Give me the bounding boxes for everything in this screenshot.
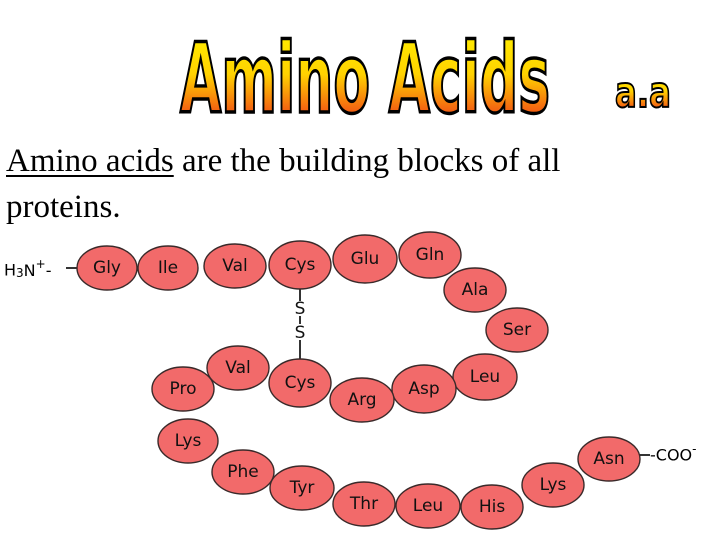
residue-circle-16	[211, 449, 275, 495]
residue-circle-3	[203, 243, 267, 289]
disulfide-sulfur-2: S	[295, 323, 306, 343]
residue-circle-17	[269, 465, 335, 511]
intro-term: Amino acids	[6, 143, 174, 179]
residue-label-19: Leu	[413, 496, 443, 516]
residue-label-17: Tyr	[289, 478, 315, 498]
intro-line2: proteins.	[6, 189, 121, 225]
residue-label-4: Cys	[285, 255, 316, 275]
residue-label-2: Ile	[158, 258, 178, 278]
residue-label-14: Pro	[170, 379, 197, 399]
residue-circle-21	[521, 462, 585, 508]
residue-circle-13	[206, 345, 270, 391]
intro-text: Amino acids are the building blocks of a…	[6, 138, 706, 230]
residue-label-13: Val	[225, 358, 250, 378]
intro-rest-line1: are the building blocks of all	[173, 143, 561, 179]
residue-circle-12	[268, 358, 332, 408]
residue-label-12: Cys	[285, 373, 316, 393]
residue-label-15: Lys	[175, 431, 202, 451]
residue-label-16: Phe	[227, 462, 259, 482]
residue-label-21: Lys	[540, 475, 567, 495]
residue-label-22: Asn	[593, 449, 624, 469]
residue-circle-1	[76, 245, 138, 291]
residue-circle-2	[137, 245, 199, 291]
residue-circle-6	[398, 231, 462, 279]
residue-circle-15	[157, 418, 219, 464]
residue-label-20: His	[479, 497, 506, 517]
residue-label-10: Asp	[408, 379, 439, 399]
residue-circle-22	[577, 436, 641, 482]
residue-circle-9	[452, 353, 518, 401]
residue-label-11: Arg	[347, 390, 376, 410]
residue-circle-5	[332, 234, 398, 284]
n-terminus-label: H3N+-	[4, 257, 51, 280]
residue-label-6: Gln	[416, 245, 445, 265]
residue-circle-11	[329, 377, 395, 423]
residue-label-7: Ala	[462, 280, 489, 300]
residue-circle-18	[332, 481, 396, 527]
residue-label-1: Gly	[93, 258, 121, 278]
chain-bonds	[66, 267, 650, 456]
residue-circle-7	[443, 267, 507, 313]
residue-circle-19	[395, 483, 461, 529]
residue-circle-20	[460, 484, 524, 530]
disulfide-sulfur-1: S	[295, 299, 306, 319]
residue-label-18: Thr	[349, 494, 378, 514]
residue-circle-14	[151, 366, 215, 412]
residue-label-8: Ser	[503, 320, 531, 340]
residue-circle-8	[485, 307, 549, 353]
residue-circle-4	[268, 240, 332, 290]
residue-label-9: Leu	[470, 367, 500, 387]
c-terminus-label: -COO-	[650, 442, 696, 465]
residue-circle-10	[391, 364, 457, 414]
residue-label-3: Val	[222, 256, 247, 276]
residue-label-5: Glu	[351, 249, 380, 269]
